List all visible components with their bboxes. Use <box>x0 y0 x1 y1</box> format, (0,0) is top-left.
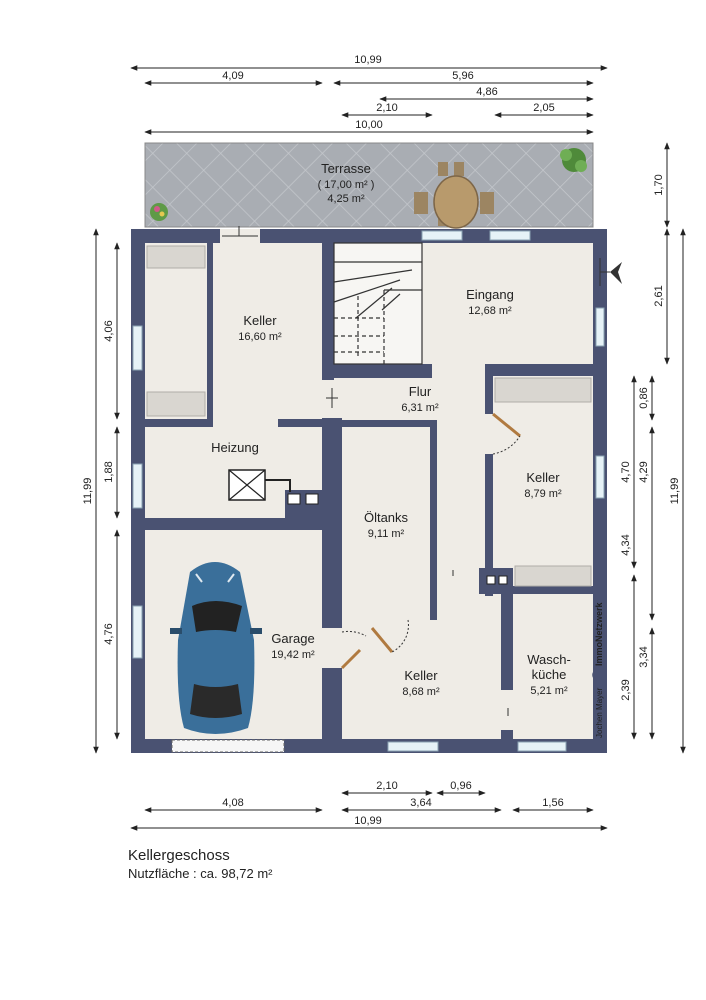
dim-right-429: 4,29 <box>638 461 650 482</box>
room-keller2-name: Keller <box>526 470 560 485</box>
staircase <box>333 242 423 365</box>
terrace <box>144 142 594 228</box>
room-keller2-area: 8,79 m² <box>524 488 562 500</box>
dim-left-total: 11,99 <box>82 478 94 505</box>
dim-left-476: 4,76 <box>103 623 115 644</box>
room-terrasse-sub: ( 17,00 m² ) <box>318 179 375 191</box>
room-oeltanks-name: Öltanks <box>364 510 409 525</box>
dim-right-170: 1,70 <box>653 174 665 195</box>
dim-bottom-364: 3,64 <box>410 797 431 809</box>
patio-table-icon <box>414 162 494 229</box>
floor-title: Kellergeschoss <box>128 847 230 864</box>
garage-door <box>171 739 285 753</box>
room-heizung-name: Heizung <box>211 440 259 455</box>
windows <box>132 230 605 752</box>
room-terrasse-name: Terrasse <box>321 161 371 176</box>
dim-top-1000: 10,00 <box>355 119 383 131</box>
room-waschkueche-area: 5,21 m² <box>530 685 568 697</box>
dim-right-434: 4,34 <box>620 534 632 555</box>
room-keller3-area: 8,68 m² <box>402 686 440 698</box>
watermark-author: Jochen Mayer <box>595 687 604 738</box>
doors <box>222 226 521 716</box>
dim-right-470: 4,70 <box>620 461 632 482</box>
entrance-arrow-icon <box>610 262 622 284</box>
room-flur-area: 6,31 m² <box>401 402 439 414</box>
room-garage-area: 19,42 m² <box>271 649 315 661</box>
flower-icon <box>150 203 168 221</box>
room-eingang-name: Eingang <box>466 287 514 302</box>
watermark-brand: ImmoNetzwerk <box>594 601 604 666</box>
dim-top-left: 4,09 <box>222 70 243 82</box>
room-keller1-name: Keller <box>243 313 277 328</box>
dim-top-205: 2,05 <box>533 102 554 114</box>
dim-top-486: 4,86 <box>476 86 497 98</box>
room-oeltanks-area: 9,11 m² <box>368 528 405 540</box>
dim-top-210: 2,10 <box>376 102 397 114</box>
room-waschkueche-name-2: küche <box>532 667 567 682</box>
usable-area: Nutzfläche : ca. 98,72 m² <box>128 866 273 881</box>
car-icon <box>170 562 262 734</box>
room-flur-name: Flur <box>409 384 432 399</box>
room-keller3-name: Keller <box>404 668 438 683</box>
dimension-lines <box>93 65 686 831</box>
dim-bottom-210: 2,10 <box>376 780 397 792</box>
dim-bottom-096: 0,96 <box>450 780 471 792</box>
room-terrasse-area: 4,25 m² <box>327 193 365 205</box>
room-keller1-area: 16,60 m² <box>238 331 282 343</box>
dim-left-406: 4,06 <box>103 320 115 341</box>
dim-bottom-156: 1,56 <box>542 797 563 809</box>
dim-left-188: 1,88 <box>103 461 115 482</box>
watermark: ImmoNetzwerk Jochen Mayer <box>592 601 604 738</box>
dim-right-239: 2,39 <box>620 679 632 700</box>
dim-top-total: 10,99 <box>354 54 382 66</box>
room-garage-name: Garage <box>271 631 314 646</box>
dim-right-334: 3,34 <box>638 646 650 667</box>
dim-bottom-total: 10,99 <box>354 815 382 827</box>
dim-right-261: 2,61 <box>653 285 665 306</box>
dim-bottom-408: 4,08 <box>222 797 243 809</box>
plant-icon <box>560 148 587 172</box>
shelves <box>146 245 592 587</box>
room-eingang-area: 12,68 m² <box>468 305 512 317</box>
dim-top-right: 5,96 <box>452 70 473 82</box>
dim-right-total: 11,99 <box>669 478 681 505</box>
room-waschkueche-name-1: Wasch- <box>527 652 571 667</box>
dim-right-086: 0,86 <box>638 387 650 408</box>
heating-unit-icon <box>228 469 508 585</box>
